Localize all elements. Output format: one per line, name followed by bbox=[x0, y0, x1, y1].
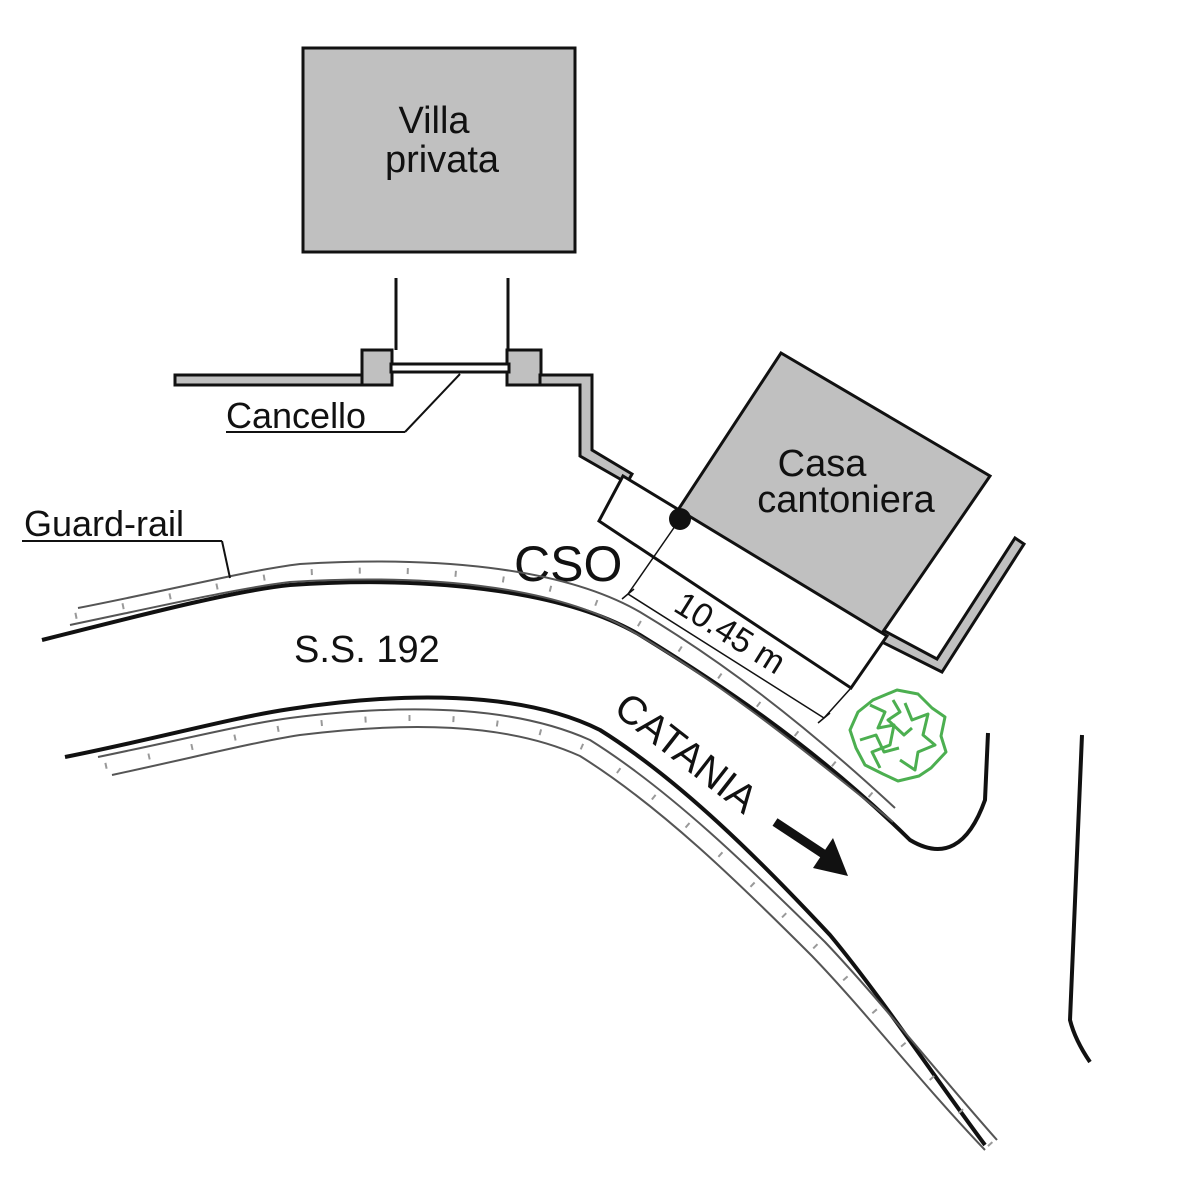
road-edge-east bbox=[1067, 734, 1092, 1064]
driveway bbox=[394, 278, 510, 350]
gate-pillar-left bbox=[360, 348, 394, 387]
guard-rail-lower bbox=[97, 708, 998, 1151]
villa-building bbox=[301, 46, 577, 254]
casa-cantoniera: Casa cantoniera bbox=[597, 350, 993, 691]
villa-privata: Villa privata bbox=[301, 46, 577, 254]
gate-cancello bbox=[389, 362, 511, 374]
guard-rail-callout: Guard-rail bbox=[22, 503, 231, 579]
distance-measure bbox=[621, 518, 852, 724]
boundary-wall bbox=[173, 348, 1027, 674]
casa-label-line2: cantoniera bbox=[757, 479, 935, 521]
villa-label-line2: privata bbox=[385, 139, 500, 181]
wall-segment-right bbox=[538, 373, 635, 486]
tree-icon bbox=[848, 688, 948, 783]
guard-rail-upper bbox=[69, 560, 896, 823]
road-label: S.S. 192 bbox=[294, 629, 440, 671]
casa-label-line1: Casa bbox=[778, 443, 868, 485]
arrow-right-icon bbox=[772, 818, 848, 876]
cancello-label: Cancello bbox=[226, 395, 366, 436]
guard-rail-label: Guard-rail bbox=[24, 503, 184, 544]
cancello-callout: Cancello bbox=[226, 373, 461, 436]
villa-label-line1: Villa bbox=[398, 100, 470, 142]
gate-pillar-right bbox=[505, 348, 543, 387]
road-edge-south bbox=[64, 695, 987, 1147]
direction-label: CATANIA bbox=[606, 684, 765, 822]
